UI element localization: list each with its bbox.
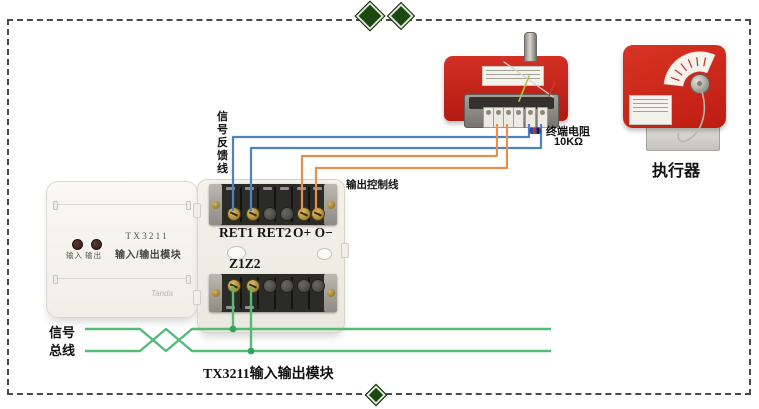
case-seam [55,278,189,279]
terminal-marking [226,187,235,190]
terminal-screw-unused [264,208,276,220]
plate-text-row [486,77,540,79]
output-led-label: 输出 [85,251,102,260]
case-notch [53,201,58,210]
case-notch [53,275,58,284]
terminal-marking [280,187,289,190]
screw-icon [212,200,220,209]
bottom-caption: TX3211输入输出模块 [203,367,334,382]
output-led [91,239,102,250]
slot-divider [240,277,242,309]
terminal-resistor-label: 终端电阻 [546,126,590,138]
slot-divider [291,277,293,309]
terminal-screw-z2 [247,280,259,292]
case-notch [186,275,191,284]
terminal-marking [263,187,272,190]
screw-icon [327,289,335,297]
terminal-screw-ret2 [247,208,259,220]
module-name: 输入/输出模块 [115,250,182,261]
slot-divider [240,187,242,222]
output-terminals-label: O+ O− [293,225,333,240]
terminal-resistor-value: 10KΩ [554,136,583,148]
damper-actuator-device [444,32,568,128]
terminal-block [464,94,559,128]
plate-text-row [486,69,540,71]
device-terminal-5 [525,107,536,128]
terminal-screw-unused [312,280,324,292]
terminal-marking [245,187,254,190]
mounting-tab [193,203,201,218]
terminal-strip-bottom [209,274,337,312]
device-terminal-6 [537,107,548,128]
module-model: TX3211 [125,232,169,242]
device-terminal-4 [513,107,524,128]
brand-logo: Tanda [151,289,173,298]
mounting-hole [317,248,332,260]
actuator-knob [690,74,710,94]
terminal-block-cavity [469,97,554,109]
terminal-screw-unused [281,208,293,220]
terminal-marking [313,187,322,190]
screw-icon [327,200,335,209]
terminal-screw-unused [298,280,310,292]
strip-endcap [209,184,222,225]
screw-icon [212,289,220,297]
plate-text-row [633,102,668,104]
signal-bus-label-line2: 总线 [49,343,76,358]
actuator-label-plate [629,95,672,125]
actuator-caption: 执行器 [651,163,700,180]
plate-text-row [633,106,668,108]
mounting-tab [193,290,201,305]
terminal-marking [297,187,306,190]
io-module-back: RET1 RET2 O+ O− Z1Z2 [193,179,349,333]
plate-text-row [633,98,668,100]
signal-feedback-label: 信号反馈线 [217,111,228,175]
terminal-screw-z1 [228,280,240,292]
strip-endcap [324,184,337,225]
actuator-shaft [524,32,537,62]
slot-divider [257,277,259,309]
bus-terminals-label: Z1Z2 [229,256,261,271]
device-label-plate [482,66,544,86]
case-seam [55,204,189,205]
ret-terminals-label: RET1 RET2 [219,225,292,240]
strip-endcap [209,274,222,312]
terminal-marking [226,306,235,309]
terminal-screw-ret1 [228,208,240,220]
terminal-strip-top [209,184,337,225]
signal-bus-label-line1: 信号 [49,325,76,340]
terminal-screw-o-plus [298,208,310,220]
terminal-screw-unused [264,280,276,292]
io-module-front: 输入 输出 TX3211 输入/输出模块 Tanda [46,181,198,318]
actuator-unit [623,45,726,128]
strip-endcap [324,274,337,312]
slot-divider [274,277,276,309]
terminal-screw-unused [281,280,293,292]
mounting-hole [227,246,246,260]
plate-text-row [633,110,668,112]
case-notch [186,201,191,210]
terminal-screw-o-minus [312,208,324,220]
slot-divider [308,277,310,309]
output-control-label: 输出控制线 [346,179,399,191]
input-led [72,239,83,250]
plate-text-row [486,73,540,75]
input-led-label: 输入 [66,251,83,260]
mounting-tab [341,243,349,258]
terminal-marking [245,306,254,309]
